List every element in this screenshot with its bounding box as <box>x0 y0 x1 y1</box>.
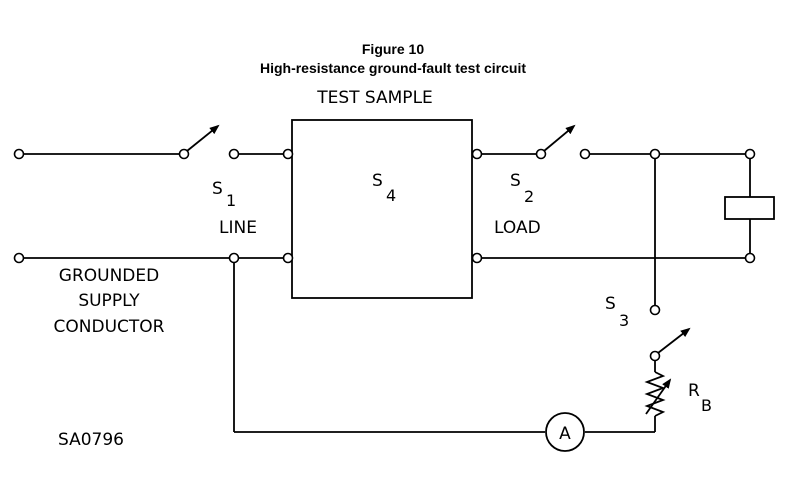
s3-letter: S <box>605 294 616 314</box>
load-label: LOAD <box>494 218 541 238</box>
load-element <box>724 159 775 253</box>
grounded-label-line2: SUPPLY <box>78 291 140 311</box>
s2-subscript: 2 <box>524 187 534 206</box>
ammeter-label: A <box>559 424 571 444</box>
s1-letter: S <box>212 179 223 199</box>
top-line-terminal <box>13 148 25 160</box>
grounded-terminal <box>13 252 25 264</box>
right-top-terminal <box>744 148 756 160</box>
figure-number: Figure 10 <box>362 41 424 57</box>
test-sample-label: TEST SAMPLE <box>316 88 433 108</box>
figure-code: SA0796 <box>58 430 124 450</box>
s3-contact-top <box>649 304 661 316</box>
switch-s1 <box>178 124 240 160</box>
s2-letter: S <box>510 171 521 191</box>
line-label: LINE <box>219 218 257 238</box>
s3-subscript: 3 <box>619 311 629 330</box>
rb-subscript: B <box>701 396 712 415</box>
right-bottom-terminal <box>744 252 756 264</box>
rb-letter: R <box>688 381 700 401</box>
box-terminal-right-top <box>471 148 483 160</box>
box-terminal-left-top <box>282 148 294 160</box>
s4-letter: S <box>372 171 383 191</box>
junction-node <box>649 148 661 160</box>
ammeter: A <box>545 412 585 452</box>
box-terminal-left-bottom <box>282 252 294 264</box>
switch-s3 <box>649 327 691 362</box>
test-sample-box <box>291 119 473 299</box>
box-terminal-right-bottom <box>471 252 483 264</box>
s1-subscript: 1 <box>226 191 236 210</box>
grounded-label-line1: GROUNDED <box>59 266 159 286</box>
s4-subscript: 4 <box>386 186 396 205</box>
figure-title: High-resistance ground-fault test circui… <box>260 60 526 76</box>
switch-s2 <box>535 124 591 160</box>
ammeter-loop-wire <box>233 263 655 433</box>
resistor-rb <box>644 361 672 432</box>
grounded-junction <box>228 252 240 264</box>
grounded-label-line3: CONDUCTOR <box>54 317 165 337</box>
